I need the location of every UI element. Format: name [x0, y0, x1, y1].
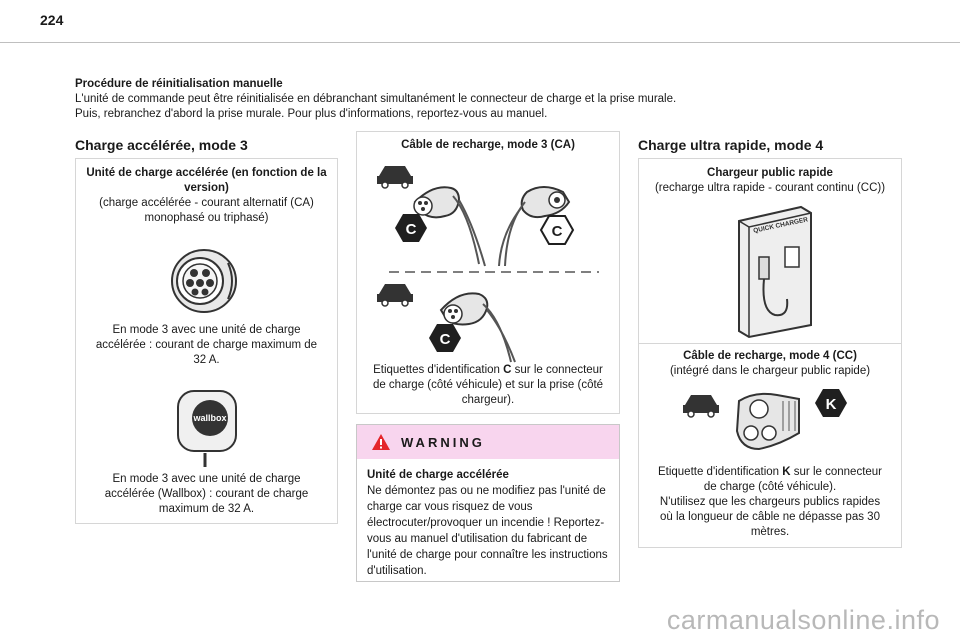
warning-triangle-icon [372, 434, 390, 450]
warning-box: WARNING Unité de charge accélérée Ne dém… [356, 424, 620, 582]
car-icon-vehicle-side [377, 166, 413, 189]
wallbox-brand-label: wallbox [192, 413, 226, 423]
label-c-badge-outline: C [539, 215, 575, 245]
warning-text: Ne démontez pas ou ne modifiez pas l'uni… [367, 485, 608, 577]
svg-text:K: K [826, 396, 837, 413]
warning-title: WARNING [401, 434, 485, 450]
intro-line-2: Puis, rebranchez d'abord la prise murale… [75, 108, 548, 120]
mode4-caption: Etiquette d'identification K sur le conn… [657, 466, 883, 538]
charger-subtitle: (recharge ultra rapide - courant continu… [654, 182, 886, 194]
intro-line-1: L'unité de commande peut être réinitiali… [75, 93, 677, 105]
car-icon-bottom [377, 284, 413, 307]
charger-text: Chargeur public rapide (recharge ultra r… [639, 166, 901, 196]
mode4-cable-title: Câble de recharge, mode 4 (CC) [683, 350, 857, 362]
top-divider [0, 42, 960, 43]
mode4-connector-diagram: K [683, 389, 847, 451]
mode3-unit-subtitle: (charge accélérée - courant alternatif (… [99, 197, 314, 224]
mode3-cable-title: Câble de recharge, mode 3 (CA) [401, 139, 575, 151]
warning-body: Unité de charge accélérée Ne démontez pa… [357, 459, 619, 579]
wall-socket-icon [171, 249, 237, 313]
svg-text:C: C [552, 223, 563, 240]
caption-letter-k: K [782, 466, 791, 478]
car-icon-mode4 [683, 395, 719, 418]
label-c-badge-filled: C [395, 214, 427, 242]
mode4-cable-subtitle: (intégré dans le chargeur public rapide) [669, 365, 871, 377]
wallbox-icon: wallbox [177, 390, 237, 467]
mode3-unit-title: Unité de charge accélérée (en fonction d… [86, 167, 327, 194]
label-c-badge-bottom: C [429, 324, 461, 352]
quick-charger-icon: QUICK CHARGER [738, 205, 812, 339]
mode3-cable-caption: Etiquettes d'identification C sur le con… [372, 364, 604, 406]
label-k-badge: K [815, 389, 847, 417]
charger-title: Chargeur public rapide [707, 167, 833, 179]
section-title-mode3: Charge accélérée, mode 3 [75, 137, 248, 153]
caption-letter-c: C [503, 364, 512, 376]
watermark: carmanualsonline.info [666, 605, 940, 635]
mode3-cable-box: Câble de recharge, mode 3 (CA) C C [356, 131, 620, 414]
intro-heading: Procédure de réinitialisation manuelle [75, 78, 283, 90]
mode3-unit-box: Unité de charge accélérée (en fonction d… [75, 158, 338, 524]
page-number: 224 [40, 12, 64, 28]
section-title-mode4: Charge ultra rapide, mode 4 [638, 137, 824, 153]
mode4-divider [639, 343, 901, 344]
svg-text:C: C [440, 331, 451, 348]
mode3-socket-caption: En mode 3 avec une unité de charge accél… [95, 324, 318, 366]
mode3-unit-text: Unité de charge accélérée (en fonction d… [76, 166, 337, 226]
mode4-cable-text: Câble de recharge, mode 4 (CC) (intégré … [639, 349, 901, 379]
mode4-box: Chargeur public rapide (recharge ultra r… [638, 158, 902, 548]
mode3-cable-diagram: C C C [377, 166, 599, 363]
mode4-caption-extra: N'utilisez que les chargeurs publics rap… [659, 496, 881, 538]
warning-heading: Unité de charge accélérée [367, 469, 509, 481]
mode3-wallbox-caption: En mode 3 avec une unité de charge accél… [104, 473, 309, 515]
intro-block: Procédure de réinitialisation manuelle L… [75, 77, 905, 122]
warning-header: WARNING [357, 425, 619, 459]
svg-text:C: C [406, 221, 417, 238]
